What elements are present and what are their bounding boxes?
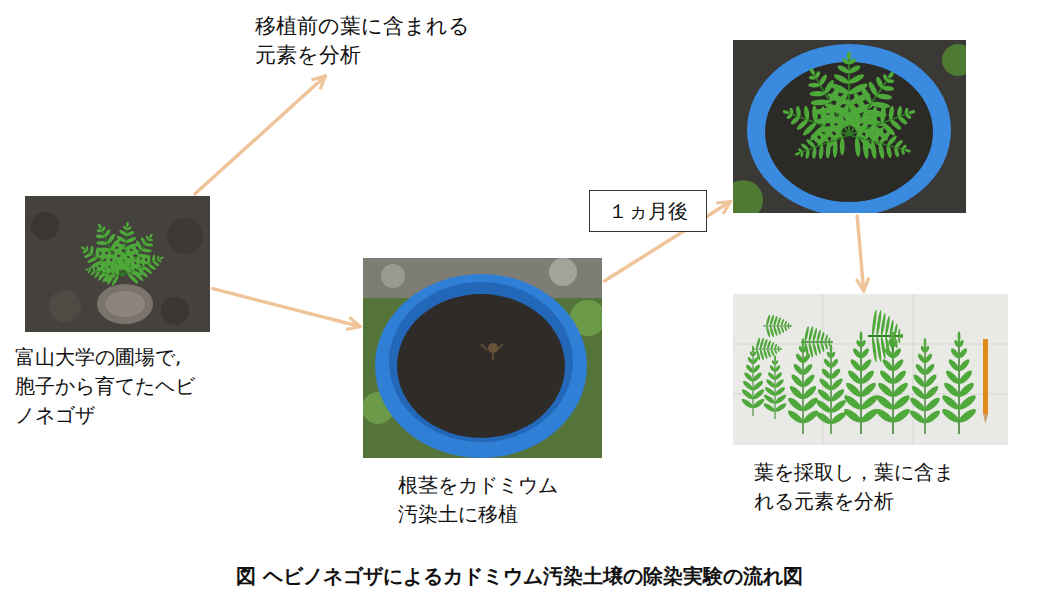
photo-caption: 葉を採取し，葉に含まれる元素を分析	[754, 458, 966, 516]
note-text: 移植前の葉に含まれる 元素を分析	[255, 12, 473, 70]
photo-caption: 富山大学の圃場で, 胞子から育てたヘビノネゴザ	[15, 343, 197, 430]
fern-photo	[25, 196, 210, 332]
flow-arrow	[857, 216, 864, 291]
edge-label: １ヵ月後	[589, 190, 707, 232]
flow-arrow	[195, 76, 325, 194]
figure-caption: 図 ヘビノネゴザによるカドミウム汚染土壌の除染実験の流れ図	[0, 562, 1039, 590]
leaves-photo	[733, 294, 1008, 445]
analysis-note: 移植前の葉に含まれる 元素を分析	[251, 8, 477, 74]
tub-photo	[363, 258, 602, 458]
grown-fern-photo	[733, 40, 966, 213]
flow-arrow	[213, 289, 360, 327]
photo-node: 富山大学の圃場で, 胞子から育てたヘビノネゴザ	[25, 196, 210, 332]
photo-caption: 根茎をカドミウム 汚染土に移植	[398, 471, 568, 529]
photo-node	[733, 40, 966, 213]
photo-node: 根茎をカドミウム 汚染土に移植	[363, 258, 602, 458]
photo-node: 葉を採取し，葉に含まれる元素を分析	[733, 294, 1008, 445]
